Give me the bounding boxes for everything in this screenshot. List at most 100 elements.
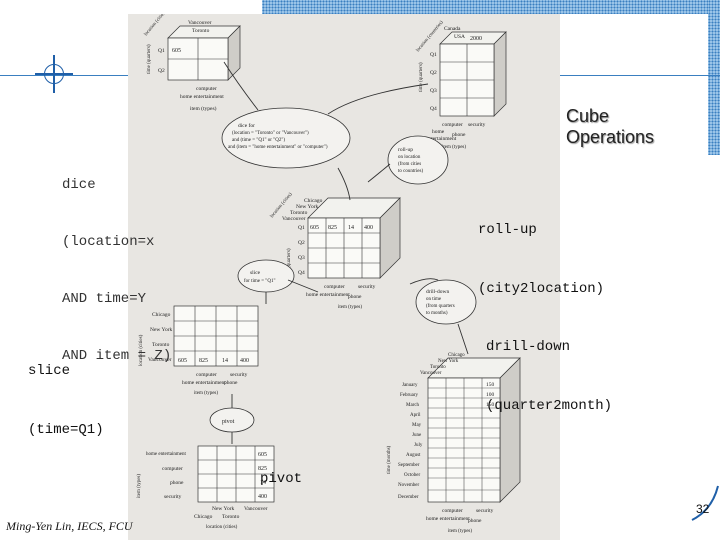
slide-title: Cube Operations bbox=[566, 106, 654, 148]
center-cube-city4: Vancouver bbox=[282, 216, 306, 222]
center-cube-item3: home entertainment bbox=[306, 292, 350, 298]
pivot-bubble: pivot bbox=[209, 407, 255, 433]
svg-text:computer: computer bbox=[162, 466, 183, 472]
center-cube-item1: computer bbox=[324, 284, 345, 290]
drilldown-cube: 150 100 150 Chicago New York Toronto Van… bbox=[387, 353, 521, 534]
svg-text:January: January bbox=[402, 383, 418, 388]
center-cube: 605 825 14 400 Chicago New York Toronto … bbox=[270, 192, 401, 310]
svg-text:Vancouver: Vancouver bbox=[244, 506, 268, 512]
rollup-cube-item4: entertainment bbox=[426, 136, 457, 142]
svg-text:New York: New York bbox=[150, 327, 173, 333]
rollup-cube-q2: Q2 bbox=[430, 70, 437, 76]
corner-arc-icon bbox=[691, 485, 719, 521]
rollup-cube-country1: USA bbox=[454, 34, 465, 40]
svg-text:home entertainment: home entertainment bbox=[182, 380, 226, 386]
rollup-cube-item5: phone bbox=[452, 132, 466, 138]
center-cube-axis-item: item (types) bbox=[338, 305, 362, 310]
svg-text:605: 605 bbox=[178, 358, 187, 364]
dice-label-line3: AND time=Y bbox=[62, 291, 147, 307]
center-cube-v3: 14 bbox=[348, 225, 354, 231]
svg-text:825: 825 bbox=[258, 466, 267, 472]
center-cube-axis-time: time (quarters) bbox=[287, 248, 292, 278]
svg-text:August: August bbox=[406, 453, 421, 458]
dice-cube-item1: computer bbox=[196, 86, 217, 92]
center-cube-q4: Q4 bbox=[298, 270, 305, 276]
svg-text:location (cities): location (cities) bbox=[206, 525, 238, 530]
dice-bubble: dice for (location = "Toronto" or "Vanco… bbox=[221, 107, 351, 169]
svg-text:to months): to months) bbox=[426, 311, 448, 316]
slice-label-line1: slice bbox=[28, 363, 71, 379]
pivot-label: pivot bbox=[260, 432, 302, 508]
drilldown-label-line1: drill-down bbox=[486, 339, 571, 355]
dice-cube-item2: home entertainment bbox=[180, 94, 224, 100]
center-cube-q2: Q2 bbox=[298, 240, 305, 246]
rollup-cube-axis-item: item (types) bbox=[442, 145, 466, 150]
svg-text:phone: phone bbox=[224, 380, 238, 386]
svg-text:to countries): to countries) bbox=[398, 169, 423, 174]
dice-cube-city1: Toronto bbox=[192, 28, 210, 34]
svg-text:New York: New York bbox=[212, 506, 235, 512]
footer-credit: Ming-Yen Lin, IECS, FCU bbox=[6, 519, 133, 533]
svg-text:October: October bbox=[404, 473, 420, 478]
svg-text:Vancouver: Vancouver bbox=[420, 371, 442, 376]
center-cube-v4: 400 bbox=[364, 225, 373, 231]
svg-text:May: May bbox=[412, 423, 422, 428]
svg-text:September: September bbox=[398, 463, 420, 468]
scanned-figure: 605 Toronto Vancouver Q1 Q2 computer hom… bbox=[128, 10, 560, 540]
svg-text:location (cities): location (cities) bbox=[139, 334, 144, 366]
svg-text:Vancouver: Vancouver bbox=[148, 357, 172, 363]
svg-text:14: 14 bbox=[260, 480, 266, 486]
rollup-cube-q4: Q4 bbox=[430, 106, 437, 112]
svg-text:Chicago: Chicago bbox=[448, 353, 465, 358]
svg-text:Chicago: Chicago bbox=[194, 514, 213, 520]
svg-text:July: July bbox=[414, 443, 423, 448]
svg-text:(from quarters: (from quarters bbox=[426, 304, 455, 309]
top-decorative-band bbox=[262, 0, 720, 14]
page-number: 32 bbox=[696, 502, 710, 516]
dice-label-line4: AND item = Z) bbox=[62, 348, 172, 364]
svg-text:Toronto: Toronto bbox=[222, 514, 240, 520]
svg-text:drill-down: drill-down bbox=[426, 289, 449, 295]
flow-arrows bbox=[223, 61, 469, 444]
dice-cube-axis-time: time (quarters) bbox=[147, 44, 152, 74]
dice-cube: 605 Toronto Vancouver Q1 Q2 computer hom… bbox=[144, 10, 241, 112]
svg-text:slice: slice bbox=[250, 270, 261, 276]
center-cube-v1: 605 bbox=[310, 225, 319, 231]
svg-text:item (types): item (types) bbox=[448, 529, 472, 534]
svg-text:security: security bbox=[476, 508, 494, 514]
svg-text:Toronto: Toronto bbox=[152, 342, 170, 348]
svg-text:February: February bbox=[400, 393, 419, 398]
svg-text:pivot: pivot bbox=[222, 419, 235, 425]
rollup-label: roll-up (city2location) bbox=[478, 183, 604, 318]
center-cube-item4: phone bbox=[348, 294, 362, 300]
rollup-cube-value: 2000 bbox=[470, 36, 482, 42]
svg-text:Chicago: Chicago bbox=[152, 312, 171, 318]
drilldown-label: drill-down (quarter2month) bbox=[486, 300, 612, 435]
svg-text:Toronto: Toronto bbox=[430, 365, 446, 370]
svg-text:item (types): item (types) bbox=[137, 474, 142, 498]
slide-title-line2: Operations bbox=[566, 127, 655, 147]
dice-cube-q1: Q1 bbox=[158, 48, 165, 54]
center-cube-v2: 825 bbox=[328, 225, 337, 231]
svg-text:400: 400 bbox=[258, 494, 267, 500]
svg-text:phone: phone bbox=[468, 518, 482, 524]
dice-cube-city2: Vancouver bbox=[188, 20, 212, 26]
svg-text:150: 150 bbox=[486, 402, 495, 408]
svg-text:(from cities: (from cities bbox=[398, 162, 421, 167]
dice-label-line1: dice bbox=[62, 177, 96, 193]
crosshair-icon bbox=[35, 55, 73, 93]
svg-text:security: security bbox=[230, 372, 248, 378]
rollup-cube: 2000 USA Canada Q1 Q2 Q3 Q4 computer sec… bbox=[416, 20, 507, 150]
svg-text:14: 14 bbox=[222, 358, 228, 364]
dice-cube-q2: Q2 bbox=[158, 68, 165, 74]
rollup-label-line2: (city2location) bbox=[478, 281, 605, 297]
rollup-cube-country2: Canada bbox=[444, 26, 461, 32]
svg-text:and (time = "Q1" or "Q2"): and (time = "Q1" or "Q2") bbox=[232, 138, 285, 143]
svg-text:security: security bbox=[164, 494, 182, 500]
drilldown-label-line2: (quarter2month) bbox=[486, 398, 613, 414]
svg-text:computer: computer bbox=[196, 372, 217, 378]
svg-text:825: 825 bbox=[199, 358, 208, 364]
svg-text:time (months): time (months) bbox=[387, 445, 392, 474]
center-cube-city1: Chicago bbox=[304, 198, 323, 204]
slice-table: Chicago New York Toronto Vancouver 605 8… bbox=[139, 305, 259, 396]
